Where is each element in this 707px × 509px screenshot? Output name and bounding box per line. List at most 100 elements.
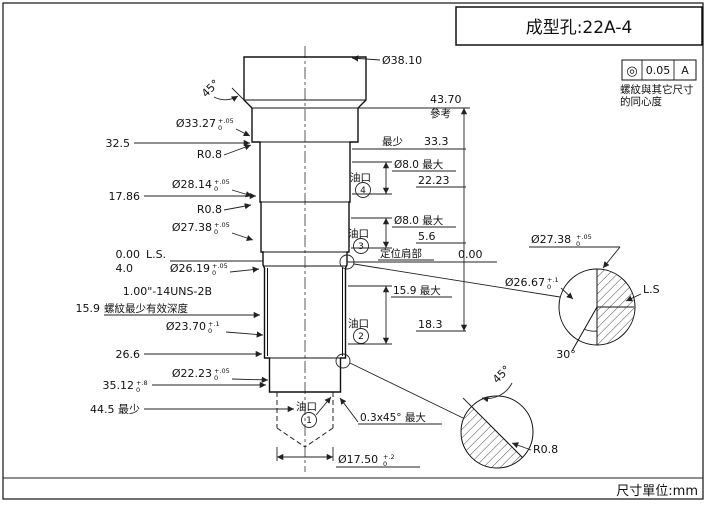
dim-depth-43-70: 43.70 [430, 93, 462, 106]
dim-d1750-tol-lower: 0 [383, 460, 387, 468]
detail-leader-chamfer [349, 362, 464, 419]
port2-label: 油口 [348, 317, 369, 330]
dim-depth-35-12-tol-lower: 0 [136, 386, 140, 394]
datum-zero-left: 0.00 [116, 248, 141, 261]
detail-chamfer-arc-arrow [481, 382, 513, 403]
dim-depth-26-6: 26.6 [116, 348, 141, 361]
port4-number: 4 [360, 186, 366, 196]
dim-port3-max: Ø8.0 最大 [394, 214, 444, 227]
datum-zero-right: 0.00 [458, 248, 483, 261]
dim-d2370-tol-upper: +.1 [208, 320, 220, 328]
detail-ref-circle-chamfer [335, 353, 351, 369]
dim-d2619-leader [229, 266, 260, 273]
dim-thread-depth-note: 螺紋最少有效深度 [104, 302, 188, 315]
top-chamfer-arc-arrow [213, 95, 239, 102]
fcf-box [621, 59, 697, 81]
fcf: ◎ 0.05 A 螺紋與其它尺寸 的同心度 [620, 59, 697, 108]
drill-point-left [276, 427, 306, 448]
dim-d2814: Ø28.14 [172, 178, 212, 191]
dim-d2619-tol-lower: 0 [212, 269, 216, 277]
dim-depth-5-6: 5.6 [418, 230, 436, 243]
port3-number: 3 [358, 242, 364, 252]
port4-number-circle [355, 182, 371, 198]
bottom-chamfer-leader [339, 397, 359, 423]
dim-depth-22-23: 22.23 [418, 174, 450, 187]
dim-depth-35-12-tol-upper: +.8 [136, 379, 148, 387]
detail-chamfer-edge-ext [462, 397, 472, 407]
port4-label: 油口 [350, 171, 371, 184]
detail-ref-circle-ls [339, 254, 355, 270]
dim-r08-upper: R0.8 [197, 148, 222, 161]
ports: 油口 4 油口 3 油口 2 油口 1 [296, 171, 371, 428]
detail-dim-d2667-leader [560, 287, 574, 300]
page-border [2, 2, 704, 500]
detail-dim-d2738: Ø27.38 [531, 233, 571, 246]
dimensions-left: 45° Ø33.27 +.05 0 32.5 R0.8 Ø28.14 +.05 … [76, 77, 294, 416]
detail-chamfer-angle-label: 45° [490, 363, 513, 386]
detail-dim-d2667-tol-lower: 0 [547, 283, 551, 291]
dim-d2370: Ø23.70 [166, 320, 206, 333]
dim-thread-depth-value: 15.9 [76, 302, 101, 315]
detail-chamfer-hatch [460, 406, 523, 469]
detail-chamfer-edge [471, 406, 523, 458]
dim-d3327: Ø33.27 [176, 117, 216, 130]
locating-shoulder-label: 定位肩部 [380, 247, 422, 260]
dim-d3810-leader [351, 55, 381, 62]
dim-d3327-tol-lower: 0 [218, 124, 222, 132]
dim-depth-33-3: 33.3 [424, 135, 449, 148]
dim-depth-44-5-min: 44.5 最少 [90, 403, 140, 416]
detail-ls-angle-arc [583, 328, 598, 332]
port1-number-circle [301, 412, 317, 428]
dim-d2738-tol-upper: +.05 [214, 221, 230, 229]
top-chamfer-angle: 45° [199, 77, 222, 100]
dim-d1750-tol-upper: +.2 [383, 453, 395, 461]
dim-d2223-tol-lower: 0 [214, 374, 218, 382]
port2-number-circle [353, 328, 369, 344]
dim-d2370-leader [225, 331, 264, 338]
detail-dim-d2738-tol-upper: +.05 [576, 233, 592, 241]
dim-d2619: Ø26.19 [170, 262, 210, 275]
dim-d2814-leader [231, 189, 253, 198]
dim-d2738: Ø27.38 [172, 221, 212, 234]
dim-d2814-tol-lower: 0 [214, 185, 218, 193]
drill-point-right [304, 427, 334, 448]
port1-number: 1 [306, 416, 312, 426]
dim-d3327-tol-upper: +.05 [218, 117, 234, 125]
dim-d3327-leader [235, 128, 251, 137]
port2-number: 2 [358, 332, 364, 342]
port1-label: 油口 [296, 400, 317, 413]
concentricity-icon: ◎ [626, 64, 637, 79]
detail-dim-d2667-tol-upper: +.1 [547, 276, 559, 284]
detail-references [335, 254, 561, 419]
dim-depth-18-3: 18.3 [418, 318, 443, 331]
dim-d3810: Ø38.10 [382, 54, 422, 67]
detail-chamfer-radius-leader [511, 442, 532, 451]
dim-depth-17-86: 17.86 [109, 190, 141, 203]
detail-dim-d2738-leader [602, 246, 621, 269]
port1-leader [315, 396, 332, 416]
dimensions-right: Ø38.10 43.70 參考 最少 33.3 Ø8.0 最大 22.23 Ø8… [276, 54, 497, 468]
dim-r08-lower-leader [223, 203, 252, 211]
dim-d2223-leader [231, 376, 269, 383]
port3-number-circle [353, 238, 369, 254]
dim-d2370-tol-lower: 0 [208, 327, 212, 335]
units-label: 尺寸單位:mm [616, 484, 698, 499]
hidden-lines [276, 392, 334, 448]
fcf-datum: A [681, 64, 689, 77]
dim-d2223-tol-upper: +.05 [214, 367, 230, 375]
dim-depth-35-12: 35.12 [103, 379, 135, 392]
chamfer-extension-line [231, 87, 245, 101]
dim-r08-upper-leader [223, 144, 252, 156]
detail-ls-angle-label: 30° [556, 348, 576, 361]
fcf-note-line2: 的同心度 [620, 95, 662, 108]
port3-label: 油口 [348, 227, 369, 240]
detail-ls: 30° Ø27.38 +.05 0 Ø26.67 +.1 0 L.S [505, 233, 660, 361]
dim-port4-max: Ø8.0 最大 [394, 158, 444, 171]
dim-d2619-tol-upper: +.05 [212, 262, 228, 270]
detail-leader-ls [353, 263, 561, 298]
drawing-title: 成型孔:22A-4 [526, 18, 633, 38]
dim-d2814-tol-upper: +.05 [214, 178, 230, 186]
dim-d1750: Ø17.50 [338, 453, 378, 466]
